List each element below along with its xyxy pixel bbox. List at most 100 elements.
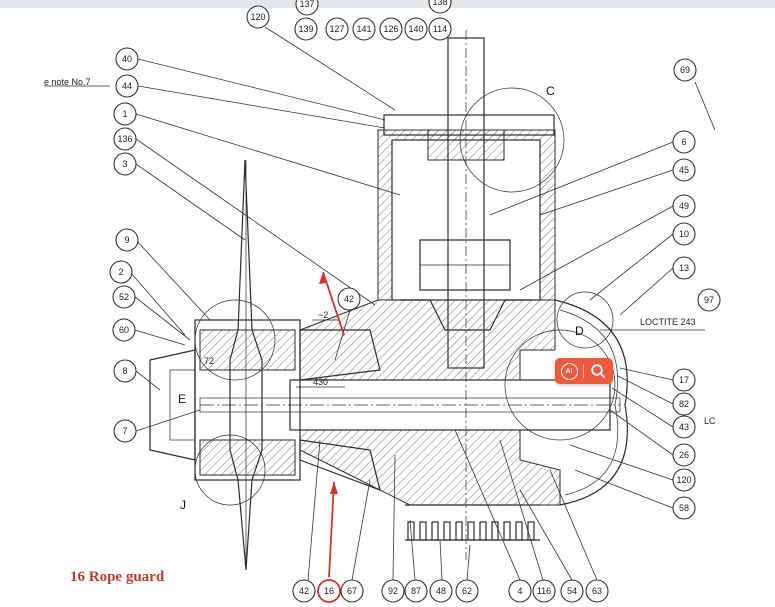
svg-text:127: 127 bbox=[329, 24, 344, 34]
svg-text:87: 87 bbox=[411, 586, 421, 596]
propeller-assembly bbox=[149, 159, 301, 571]
svg-text:26: 26 bbox=[679, 450, 689, 460]
callout-60: 60 bbox=[112, 318, 136, 342]
callout-10: 10 bbox=[672, 222, 696, 246]
callout-13: 13 bbox=[672, 256, 696, 280]
svg-text:6: 6 bbox=[681, 137, 686, 147]
svg-text:116: 116 bbox=[537, 586, 551, 596]
svg-text:120: 120 bbox=[250, 12, 265, 22]
viewer-top-strip bbox=[0, 0, 775, 8]
search-icon bbox=[591, 364, 605, 378]
callout-2: 2 bbox=[109, 260, 133, 284]
callout-4: 4 bbox=[508, 579, 532, 603]
svg-text:44: 44 bbox=[122, 81, 132, 91]
region-label-e: E bbox=[178, 392, 186, 406]
svg-text:137: 137 bbox=[299, 0, 314, 9]
svg-text:58: 58 bbox=[679, 503, 689, 513]
rope-guard bbox=[299, 329, 381, 491]
svg-text:17: 17 bbox=[679, 375, 689, 385]
callout-7: 7 bbox=[113, 419, 137, 443]
upper-housing bbox=[377, 114, 556, 331]
callout-54: 54 bbox=[560, 579, 584, 603]
region-label-j: J bbox=[180, 498, 186, 512]
callout-97: 97 bbox=[697, 288, 721, 312]
svg-text:97: 97 bbox=[704, 295, 714, 305]
svg-text:43: 43 bbox=[679, 422, 689, 432]
dimension-430: 430 bbox=[313, 377, 328, 387]
callout-92: 92 bbox=[381, 579, 405, 603]
callout-141: 141 bbox=[352, 17, 376, 41]
callout-48: 48 bbox=[429, 579, 453, 603]
svg-text:92: 92 bbox=[388, 586, 398, 596]
svg-text:16: 16 bbox=[324, 586, 334, 596]
callout-114: 114 bbox=[428, 17, 452, 41]
detail-circle-j bbox=[194, 434, 266, 506]
callout-87: 87 bbox=[404, 579, 428, 603]
figure-caption: 16 Rope guard bbox=[70, 569, 165, 585]
callout-137: 137 bbox=[295, 0, 319, 16]
callout-127: 127 bbox=[325, 17, 349, 41]
svg-text:126: 126 bbox=[383, 24, 398, 34]
leader-lines bbox=[129, 26, 716, 581]
svg-text:54: 54 bbox=[567, 586, 577, 596]
svg-text:49: 49 bbox=[679, 201, 689, 211]
callout-120-right: 120 bbox=[672, 468, 696, 492]
callout-52: 52 bbox=[112, 285, 136, 309]
callout-136: 136 bbox=[113, 127, 137, 151]
svg-text:140: 140 bbox=[408, 24, 423, 34]
svg-text:138: 138 bbox=[432, 0, 447, 7]
dimensions: 430 ~2 72 e note No.7 LOCTITE 243 LC bbox=[44, 77, 716, 426]
svg-text:1: 1 bbox=[122, 109, 127, 119]
svg-text:8: 8 bbox=[122, 366, 127, 376]
detail-circle-c bbox=[459, 87, 565, 193]
dimension-2: ~2 bbox=[318, 310, 328, 320]
callout-120-top: 120 bbox=[246, 5, 270, 29]
svg-text:62: 62 bbox=[462, 586, 472, 596]
detail-circles bbox=[194, 87, 616, 506]
svg-text:4: 4 bbox=[517, 586, 522, 596]
callout-49: 49 bbox=[672, 194, 696, 218]
svg-text:7: 7 bbox=[122, 426, 127, 436]
region-labels: C D E J bbox=[178, 84, 584, 512]
svg-text:139: 139 bbox=[298, 24, 313, 34]
svg-text:45: 45 bbox=[679, 165, 689, 175]
callout-139: 139 bbox=[294, 17, 318, 41]
svg-text:3: 3 bbox=[122, 159, 127, 169]
detail-circle-right-seal bbox=[504, 329, 616, 441]
search-button[interactable] bbox=[584, 358, 612, 384]
svg-text:136: 136 bbox=[117, 134, 132, 144]
callout-26: 26 bbox=[672, 443, 696, 467]
loctite-note: LOCTITE 243 bbox=[640, 317, 696, 327]
callout-82: 82 bbox=[672, 392, 696, 416]
svg-text:40: 40 bbox=[122, 54, 132, 64]
edge-label: LC bbox=[704, 416, 716, 426]
callout-9: 9 bbox=[115, 228, 139, 252]
svg-text:52: 52 bbox=[119, 292, 129, 302]
svg-text:82: 82 bbox=[679, 399, 689, 409]
svg-text:60: 60 bbox=[119, 325, 129, 335]
svg-text:42: 42 bbox=[344, 294, 354, 304]
callout-6: 6 bbox=[672, 130, 696, 154]
callout-63: 63 bbox=[585, 579, 609, 603]
callout-45: 45 bbox=[672, 158, 696, 182]
svg-text:63: 63 bbox=[592, 586, 602, 596]
region-label-d: D bbox=[575, 324, 584, 338]
svg-text:69: 69 bbox=[680, 65, 690, 75]
svg-text:2: 2 bbox=[118, 267, 123, 277]
image-tools-toolbar: AI bbox=[555, 358, 613, 384]
note-reference: e note No.7 bbox=[44, 77, 91, 87]
callout-8: 8 bbox=[113, 359, 137, 383]
svg-text:42: 42 bbox=[299, 586, 309, 596]
ai-button[interactable]: AI bbox=[555, 358, 583, 384]
callout-62: 62 bbox=[455, 579, 479, 603]
svg-text:141: 141 bbox=[356, 24, 371, 34]
svg-text:114: 114 bbox=[433, 24, 447, 34]
callout-17: 17 bbox=[672, 368, 696, 392]
svg-text:10: 10 bbox=[679, 229, 689, 239]
callout-140: 140 bbox=[404, 17, 428, 41]
cooling-fins bbox=[405, 504, 540, 541]
callout-138: 138 bbox=[428, 0, 452, 14]
dimension-72: 72 bbox=[204, 356, 214, 366]
